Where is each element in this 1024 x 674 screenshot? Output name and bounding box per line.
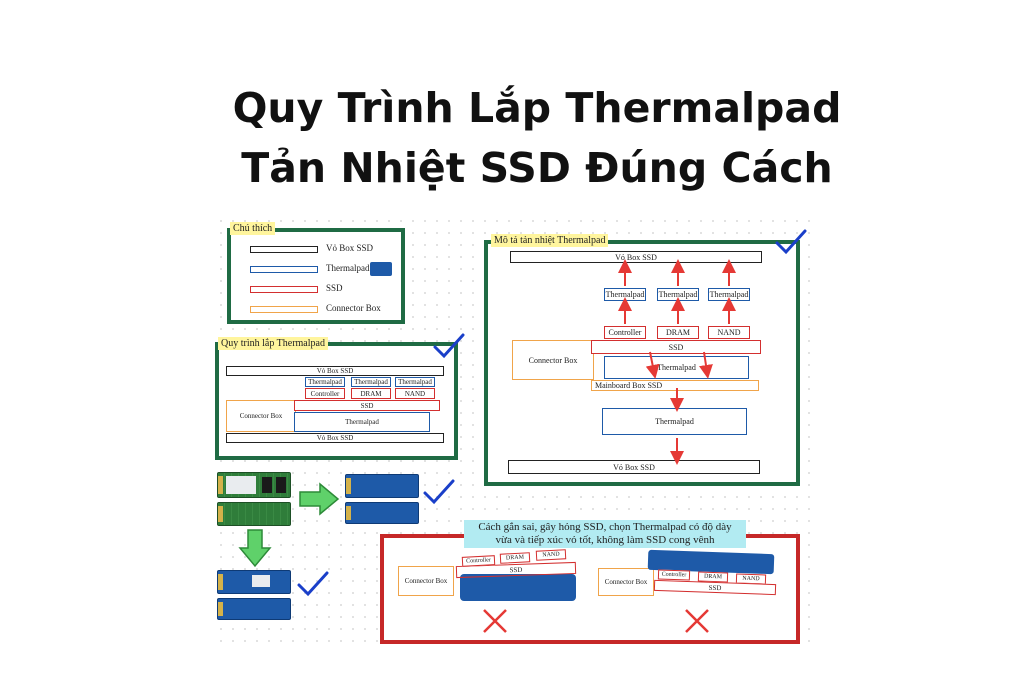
wrong-heading-line-1: Cách gắn sai, gây hỏng SSD, chọn Thermal…: [478, 521, 732, 533]
cross-icon: [685, 609, 709, 633]
process-chip-controller: Controller: [305, 388, 345, 399]
wrong-left-connector: Connector Box: [398, 566, 454, 596]
wrong-left-chip-controller: Controller: [461, 555, 496, 567]
process-chip-dram: DRAM: [351, 388, 391, 399]
wrong-heading-line-2: vừa và tiếp xúc vỏ tốt, không làm SSD co…: [495, 534, 715, 546]
legend-heading: Chú thích: [230, 222, 276, 235]
wrong-right-connector: Connector Box: [598, 568, 654, 596]
check-icon: [775, 229, 807, 255]
process-ssd: SSD: [294, 400, 440, 411]
process-thermalpad-2: Thermalpad: [351, 377, 391, 387]
process-chip-nand: NAND: [395, 388, 435, 399]
desc-chip-dram: DRAM: [657, 326, 699, 339]
ssd-padded-front: [345, 474, 419, 498]
heat-arrow-icon: [699, 351, 713, 379]
ssd-padded-back: [345, 502, 419, 524]
legend-swatch-connector: [250, 306, 318, 313]
check-icon: [423, 479, 455, 505]
ssd-final-back: [217, 598, 291, 620]
desc-chip-nand: NAND: [708, 326, 750, 339]
arrow-right-icon: [299, 482, 340, 516]
desc-mainboard: Mainboard Box SSD: [591, 380, 759, 391]
legend-swatch-thermalpad: [250, 266, 318, 273]
legend-swatch-ssd: [250, 286, 318, 293]
legend-panel: [227, 228, 405, 324]
desc-case-top: Vỏ Box SSD: [510, 251, 762, 263]
ssd-photo-back: [217, 502, 291, 526]
description-heading: Mô tả tản nhiệt Thermalpad: [491, 234, 609, 247]
ssd-final-front: [217, 570, 291, 594]
process-connector-box: Connector Box: [226, 400, 296, 432]
wrong-heading: Cách gắn sai, gây hỏng SSD, chọn Thermal…: [464, 520, 746, 548]
title-line-1: Quy Trình Lắp Thermalpad: [232, 84, 842, 132]
page-title: Quy Trình Lắp Thermalpad Tản Nhiệt SSD Đ…: [0, 78, 1024, 198]
arrow-down-icon: [238, 529, 272, 568]
process-thermalpad-3: Thermalpad: [395, 377, 435, 387]
heat-arrows-layer: [618, 259, 736, 465]
wrong-left-chip-dram: DRAM: [499, 552, 531, 564]
check-icon: [297, 571, 329, 597]
desc-chip-controller: Controller: [604, 326, 646, 339]
process-case-bottom: Vỏ Box SSD: [226, 433, 444, 443]
desc-thermalpad-low: Thermalpad: [602, 408, 747, 435]
check-icon: [433, 333, 465, 359]
desc-connector-box: Connector Box: [512, 340, 594, 380]
legend-swatch-case: [250, 246, 318, 253]
heat-arrow-icon: [645, 351, 660, 379]
process-thermalpad-1: Thermalpad: [305, 377, 345, 387]
process-heading: Quy trình lắp Thermalpad: [218, 337, 328, 350]
legend-label-connector: Connector Box: [326, 303, 381, 313]
process-thermalpad-bottom: Thermalpad: [294, 412, 430, 432]
wrong-left-chip-nand: NAND: [535, 549, 567, 561]
desc-case-bottom: Vỏ Box SSD: [508, 460, 760, 474]
process-case-top: Vỏ Box SSD: [226, 366, 444, 376]
legend-label-ssd: SSD: [326, 283, 343, 293]
desc-ssd: SSD: [591, 340, 761, 354]
wrong-left-thermalpad: [460, 574, 576, 601]
cross-icon: [483, 609, 507, 633]
wrong-right-chip-controller: Controller: [657, 569, 691, 581]
legend-label-case: Vỏ Box SSD: [326, 243, 374, 253]
title-line-2: Tản Nhiệt SSD Đúng Cách: [241, 144, 833, 192]
ssd-photo-front: [217, 472, 291, 498]
thermalpad-sample-swatch: [370, 262, 392, 276]
legend-label-thermalpad: Thermalpad: [326, 263, 370, 273]
